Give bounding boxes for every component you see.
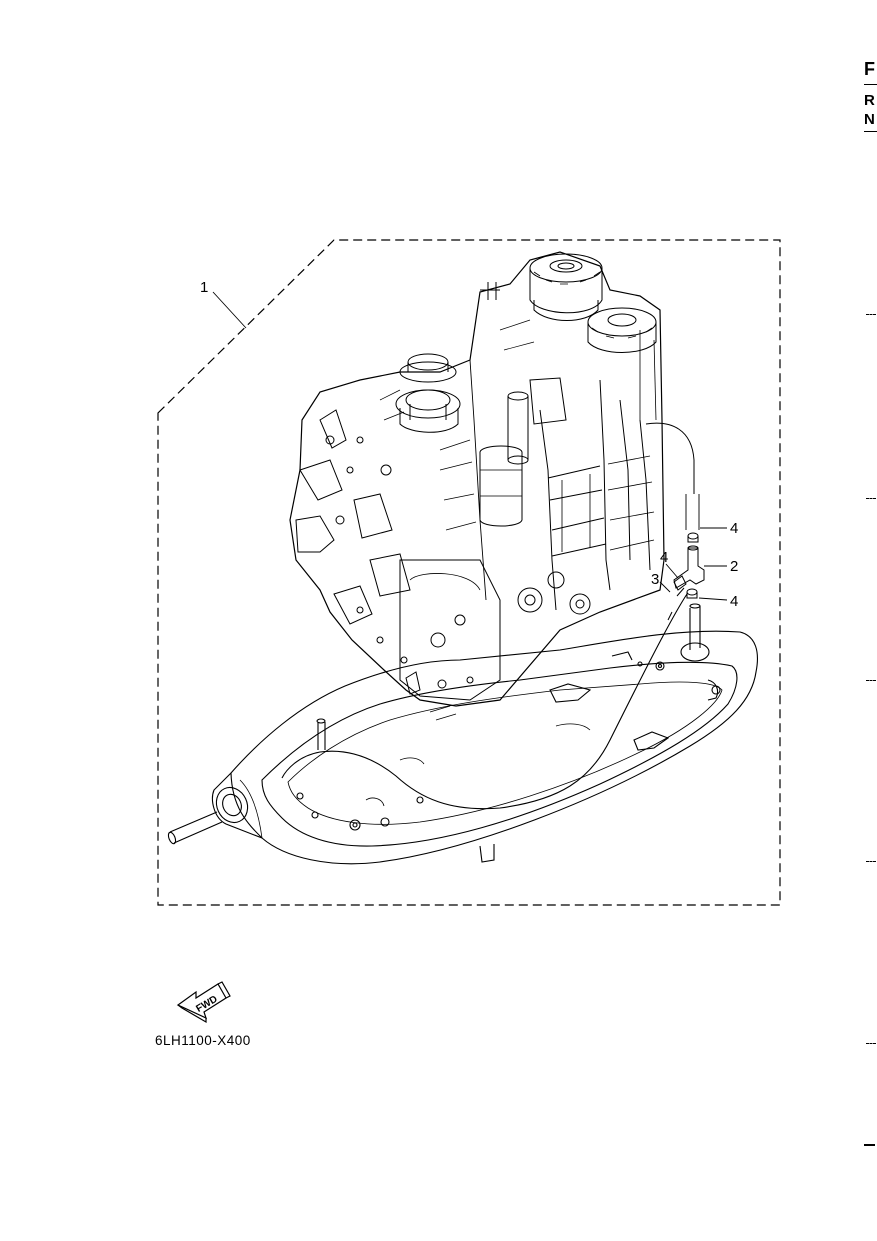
margin-dash (866, 498, 876, 499)
callout-4-middle: 4 (660, 549, 668, 566)
margin-dash (866, 861, 876, 862)
section-letter-f: F (864, 59, 875, 79)
figure-code: 6LH1100-X400 (155, 1033, 251, 1048)
joint-parts (673, 532, 705, 599)
section-letter-n: N (864, 111, 875, 128)
margin-dash (866, 680, 876, 681)
assembly-boundary (157, 239, 781, 906)
margin-dash (866, 1043, 876, 1044)
section-rule (864, 1144, 875, 1146)
callout-4-upper: 4 (730, 520, 738, 537)
upper-hose (645, 422, 695, 494)
fwd-direction-arrow-icon: FWD (176, 981, 231, 1024)
engine-block (289, 251, 665, 707)
bottom-cowling (167, 603, 758, 865)
leader-lines (212, 291, 728, 601)
section-rule (864, 84, 877, 85)
callout-1: 1 (200, 279, 208, 296)
hose-routing (281, 593, 688, 810)
section-rule (864, 131, 877, 132)
callout-4-lower: 4 (730, 593, 738, 610)
section-letter-r: R (864, 92, 875, 109)
margin-dash (866, 314, 876, 315)
callout-3: 3 (651, 571, 659, 588)
callout-2: 2 (730, 558, 738, 575)
